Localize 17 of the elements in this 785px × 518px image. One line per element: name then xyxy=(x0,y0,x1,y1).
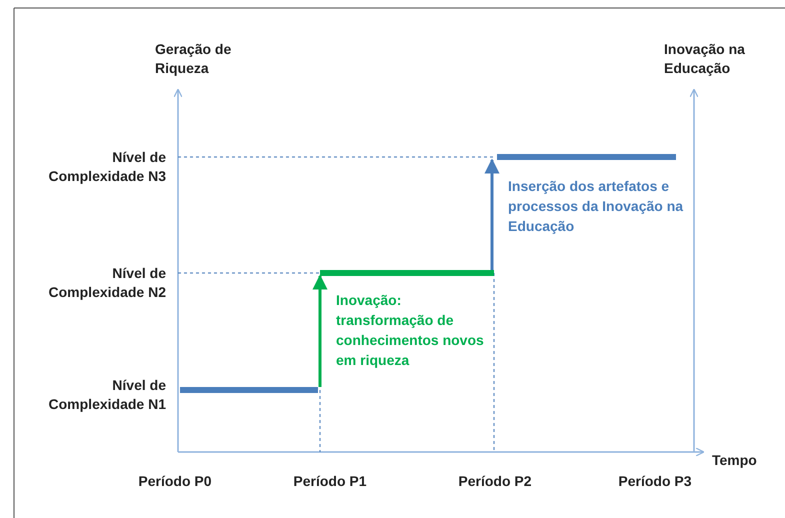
axis-title: Geração de Riqueza xyxy=(155,40,232,78)
edge-label: Inserção dos artefatos e processos da Inovação na Educação xyxy=(508,177,684,236)
level-bar xyxy=(320,270,494,276)
axis-title: Inovação na Educação xyxy=(664,40,746,78)
tick-label: Período P1 xyxy=(292,472,368,491)
tick-label: Período P3 xyxy=(617,472,693,491)
tick-label: Período P0 xyxy=(137,472,213,491)
level-label: Nível de Complexidade N2 xyxy=(48,264,166,302)
level-bar xyxy=(497,154,676,160)
arrow xyxy=(484,158,500,270)
edge-label: Inovação: transformação de conhecimentos novos em riqueza xyxy=(336,291,485,370)
level-bar xyxy=(180,387,318,393)
level-label: Nível de Complexidade N1 xyxy=(48,376,166,414)
level-label: Nível de Complexidade N3 xyxy=(48,148,166,186)
tick-label: Período P2 xyxy=(457,472,533,491)
arrow xyxy=(312,274,328,387)
axis-title: Tempo xyxy=(712,451,758,470)
